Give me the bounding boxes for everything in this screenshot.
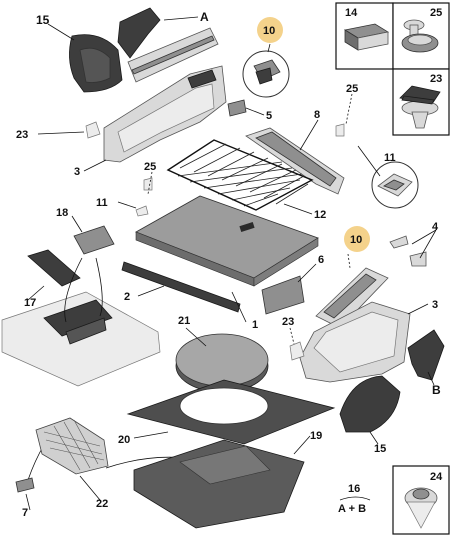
label-8: 8 <box>314 109 320 121</box>
boot-floor-panel-1 <box>135 195 319 279</box>
latch-part-10a <box>242 50 290 98</box>
clip-part-23b <box>85 121 101 139</box>
label-25-inset: 25 <box>430 7 442 19</box>
label-17: 17 <box>24 297 36 309</box>
label-23-bottom: 23 <box>282 316 294 328</box>
clip-part-4b <box>409 251 427 267</box>
label-10-bottom: 10 <box>350 234 362 246</box>
label-16-sub: A + B <box>338 503 366 515</box>
label-23-inset: 23 <box>430 73 442 85</box>
highlight-circle-10a <box>257 17 283 43</box>
label-15-bottom: 15 <box>374 443 386 455</box>
label-12: 12 <box>314 209 326 221</box>
fastener-clip-icon <box>399 85 441 129</box>
label-5: 5 <box>266 110 272 122</box>
label-B: B <box>432 383 441 397</box>
label-24: 24 <box>430 471 443 483</box>
leader-lines <box>25 16 437 511</box>
label-23-left: 23 <box>16 129 28 141</box>
label-25-right: 25 <box>346 83 358 95</box>
label-22: 22 <box>96 498 108 510</box>
push-pin-icon <box>401 19 439 53</box>
label-16: 16 <box>348 483 360 495</box>
highlight-circle-10b <box>344 226 370 252</box>
clip-part-11b <box>371 161 419 209</box>
label-1: 1 <box>252 319 258 331</box>
bracket-part-17 <box>27 249 81 287</box>
label-10-top: 10 <box>263 25 275 37</box>
label-25-mid: 25 <box>144 161 156 173</box>
tab-part-7 <box>15 477 35 493</box>
foam-block-icon <box>343 23 390 51</box>
label-3-bottom: 3 <box>432 299 438 311</box>
label-19: 19 <box>310 430 322 442</box>
clip-part-4a <box>389 235 409 249</box>
wheel-arch-liner-15b <box>339 375 401 433</box>
label-7: 7 <box>22 507 28 519</box>
label-15-top: 15 <box>36 13 50 27</box>
label-A: A <box>200 10 209 24</box>
luggage-net-icon <box>166 139 314 211</box>
bracket-part-A-top <box>117 7 161 59</box>
label-11-right: 11 <box>384 152 396 164</box>
pin-part-25c <box>143 177 153 191</box>
label-21: 21 <box>178 315 190 327</box>
strip-part-2 <box>121 261 241 313</box>
clip-part-23c <box>289 341 305 361</box>
grid-mat-22 <box>35 417 109 475</box>
label-14: 14 <box>345 7 358 19</box>
label-6: 6 <box>318 254 324 266</box>
spare-wheel-cover-21 <box>175 333 269 393</box>
part-labels: 15 A 10 14 25 23 23 5 25 8 3 25 11 11 12… <box>16 7 443 519</box>
label-3-top: 3 <box>74 166 80 178</box>
bracket-part-B <box>407 329 445 381</box>
label-20: 20 <box>118 434 130 446</box>
cone-clip-icon <box>404 487 438 529</box>
panel-part-18 <box>73 225 115 255</box>
label-2: 2 <box>124 291 130 303</box>
label-18: 18 <box>56 207 68 219</box>
cover-part-5 <box>227 99 247 117</box>
label-4: 4 <box>432 221 439 233</box>
label-11-left: 11 <box>96 197 108 209</box>
pin-part-11a <box>135 205 149 217</box>
panel-part-6 <box>261 275 305 315</box>
pin-part-25b <box>335 123 345 137</box>
